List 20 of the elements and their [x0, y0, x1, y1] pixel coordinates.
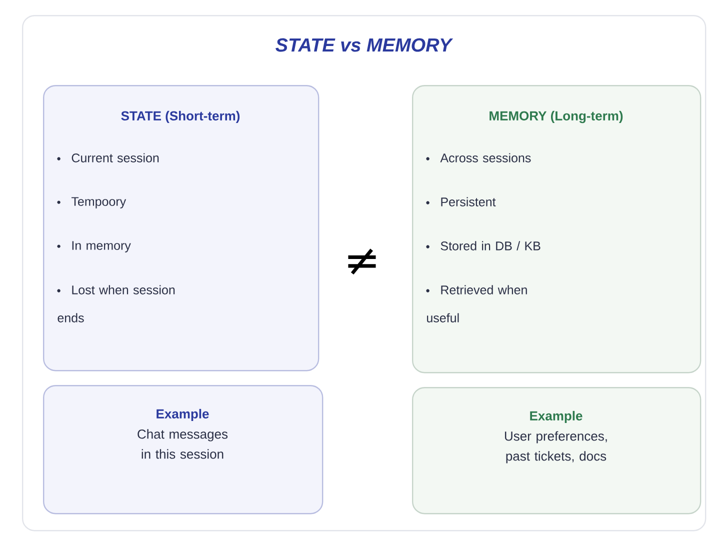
- example-text: Chat messages in this session: [138, 429, 228, 459]
- bullet-item: Across sessions: [426, 153, 531, 162]
- example-text: User preferences, past tickets, docs: [505, 431, 607, 464]
- bullet-item: Persistent: [426, 197, 496, 206]
- box-heading: MEMORY (Long-term): [490, 110, 623, 124]
- info-box: [412, 386, 702, 514]
- bullet-item: Lost when session ends: [57, 285, 175, 322]
- title: STATE vs MEMORY: [276, 38, 454, 52]
- bullet-item: In memory: [57, 241, 131, 252]
- box-heading: STATE (Short-term): [121, 110, 240, 124]
- bullet-item: Stored in DB / KB: [426, 241, 540, 250]
- info-box: [43, 85, 320, 372]
- bullet-item: Retrieved when useful: [426, 285, 527, 322]
- info-box: [412, 85, 702, 374]
- bullet-item: Current session: [57, 153, 159, 162]
- bullet-item: Tempoory: [57, 197, 126, 208]
- box-heading: Example: [156, 408, 209, 422]
- not-equal-sign: ≠: [348, 248, 376, 275]
- box-heading: Example: [530, 410, 582, 424]
- info-box: [43, 384, 324, 514]
